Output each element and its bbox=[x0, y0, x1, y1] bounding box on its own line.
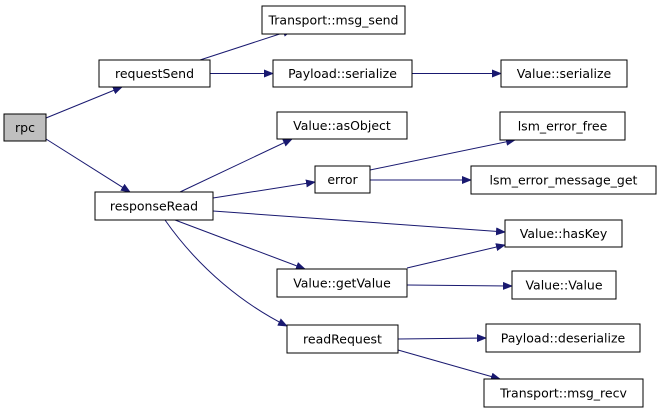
node-value-hasKey[interactable]: Value::hasKey bbox=[504, 219, 623, 248]
edge-responseRead-to-error bbox=[212, 179, 316, 199]
edges-layer bbox=[45, 28, 516, 381]
node-rpc[interactable]: rpc bbox=[3, 113, 47, 142]
node-responseRead[interactable]: responseRead bbox=[94, 191, 214, 221]
svg-text:error: error bbox=[327, 172, 358, 187]
nodes-layer: rpc requestSend responseRead Transport::… bbox=[3, 5, 657, 408]
node-transport-msg-recv[interactable]: Transport::msg_recv bbox=[483, 378, 644, 408]
edge-responseRead-to-readRequest bbox=[164, 219, 288, 327]
svg-text:readRequest: readRequest bbox=[303, 332, 382, 347]
node-lsm-error-message-get[interactable]: lsm_error_message_get bbox=[470, 165, 657, 195]
node-value-serialize[interactable]: Value::serialize bbox=[500, 59, 628, 88]
edge-value_getValue-to-value_value bbox=[406, 281, 513, 290]
edge-error-to-lsm_error_free bbox=[369, 137, 516, 171]
node-requestSend[interactable]: requestSend bbox=[98, 59, 211, 88]
node-lsm-error-free[interactable]: lsm_error_free bbox=[499, 111, 626, 141]
svg-text:Transport::msg_recv: Transport::msg_recv bbox=[499, 386, 627, 401]
svg-text:Payload::deserialize: Payload::deserialize bbox=[501, 331, 626, 346]
node-payload-deserialize[interactable]: Payload::deserialize bbox=[485, 323, 641, 353]
edge-rpc-to-responseRead bbox=[45, 138, 131, 193]
edge-responseRead-to-value_asObject bbox=[179, 138, 293, 193]
node-readRequest[interactable]: readRequest bbox=[286, 324, 399, 354]
edge-responseRead-to-value_getValue bbox=[174, 219, 306, 270]
edge-readRequest-to-transport_msg_recv bbox=[397, 349, 501, 381]
svg-text:rpc: rpc bbox=[15, 120, 35, 135]
edge-responseRead-to-value_hasKey bbox=[212, 210, 506, 236]
node-value-asObject[interactable]: Value::asObject bbox=[276, 111, 408, 140]
svg-text:responseRead: responseRead bbox=[110, 199, 198, 214]
node-transport-msg-send[interactable]: Transport::msg_send bbox=[261, 5, 406, 35]
svg-text:lsm_error_free: lsm_error_free bbox=[518, 119, 608, 134]
svg-text:Value::serialize: Value::serialize bbox=[517, 66, 612, 81]
svg-text:Value::Value: Value::Value bbox=[525, 278, 602, 293]
svg-text:Value::getValue: Value::getValue bbox=[293, 276, 391, 291]
node-value-value[interactable]: Value::Value bbox=[511, 270, 617, 300]
svg-text:Transport::msg_send: Transport::msg_send bbox=[267, 13, 398, 28]
svg-text:Value::asObject: Value::asObject bbox=[293, 118, 391, 133]
node-payload-serialize[interactable]: Payload::serialize bbox=[272, 59, 413, 88]
edge-readRequest-to-payload_deserialize bbox=[397, 334, 487, 343]
edge-rpc-to-requestSend bbox=[45, 86, 123, 119]
node-error[interactable]: error bbox=[314, 165, 371, 194]
svg-text:requestSend: requestSend bbox=[115, 66, 194, 81]
svg-text:Value::hasKey: Value::hasKey bbox=[520, 226, 608, 241]
edge-requestSend-to-transport_msg_send bbox=[199, 28, 293, 61]
node-value-getValue[interactable]: Value::getValue bbox=[276, 268, 408, 298]
svg-text:Payload::serialize: Payload::serialize bbox=[288, 66, 397, 81]
edge-value_getValue-to-value_hasKey bbox=[406, 243, 506, 269]
svg-text:lsm_error_message_get: lsm_error_message_get bbox=[490, 173, 638, 188]
